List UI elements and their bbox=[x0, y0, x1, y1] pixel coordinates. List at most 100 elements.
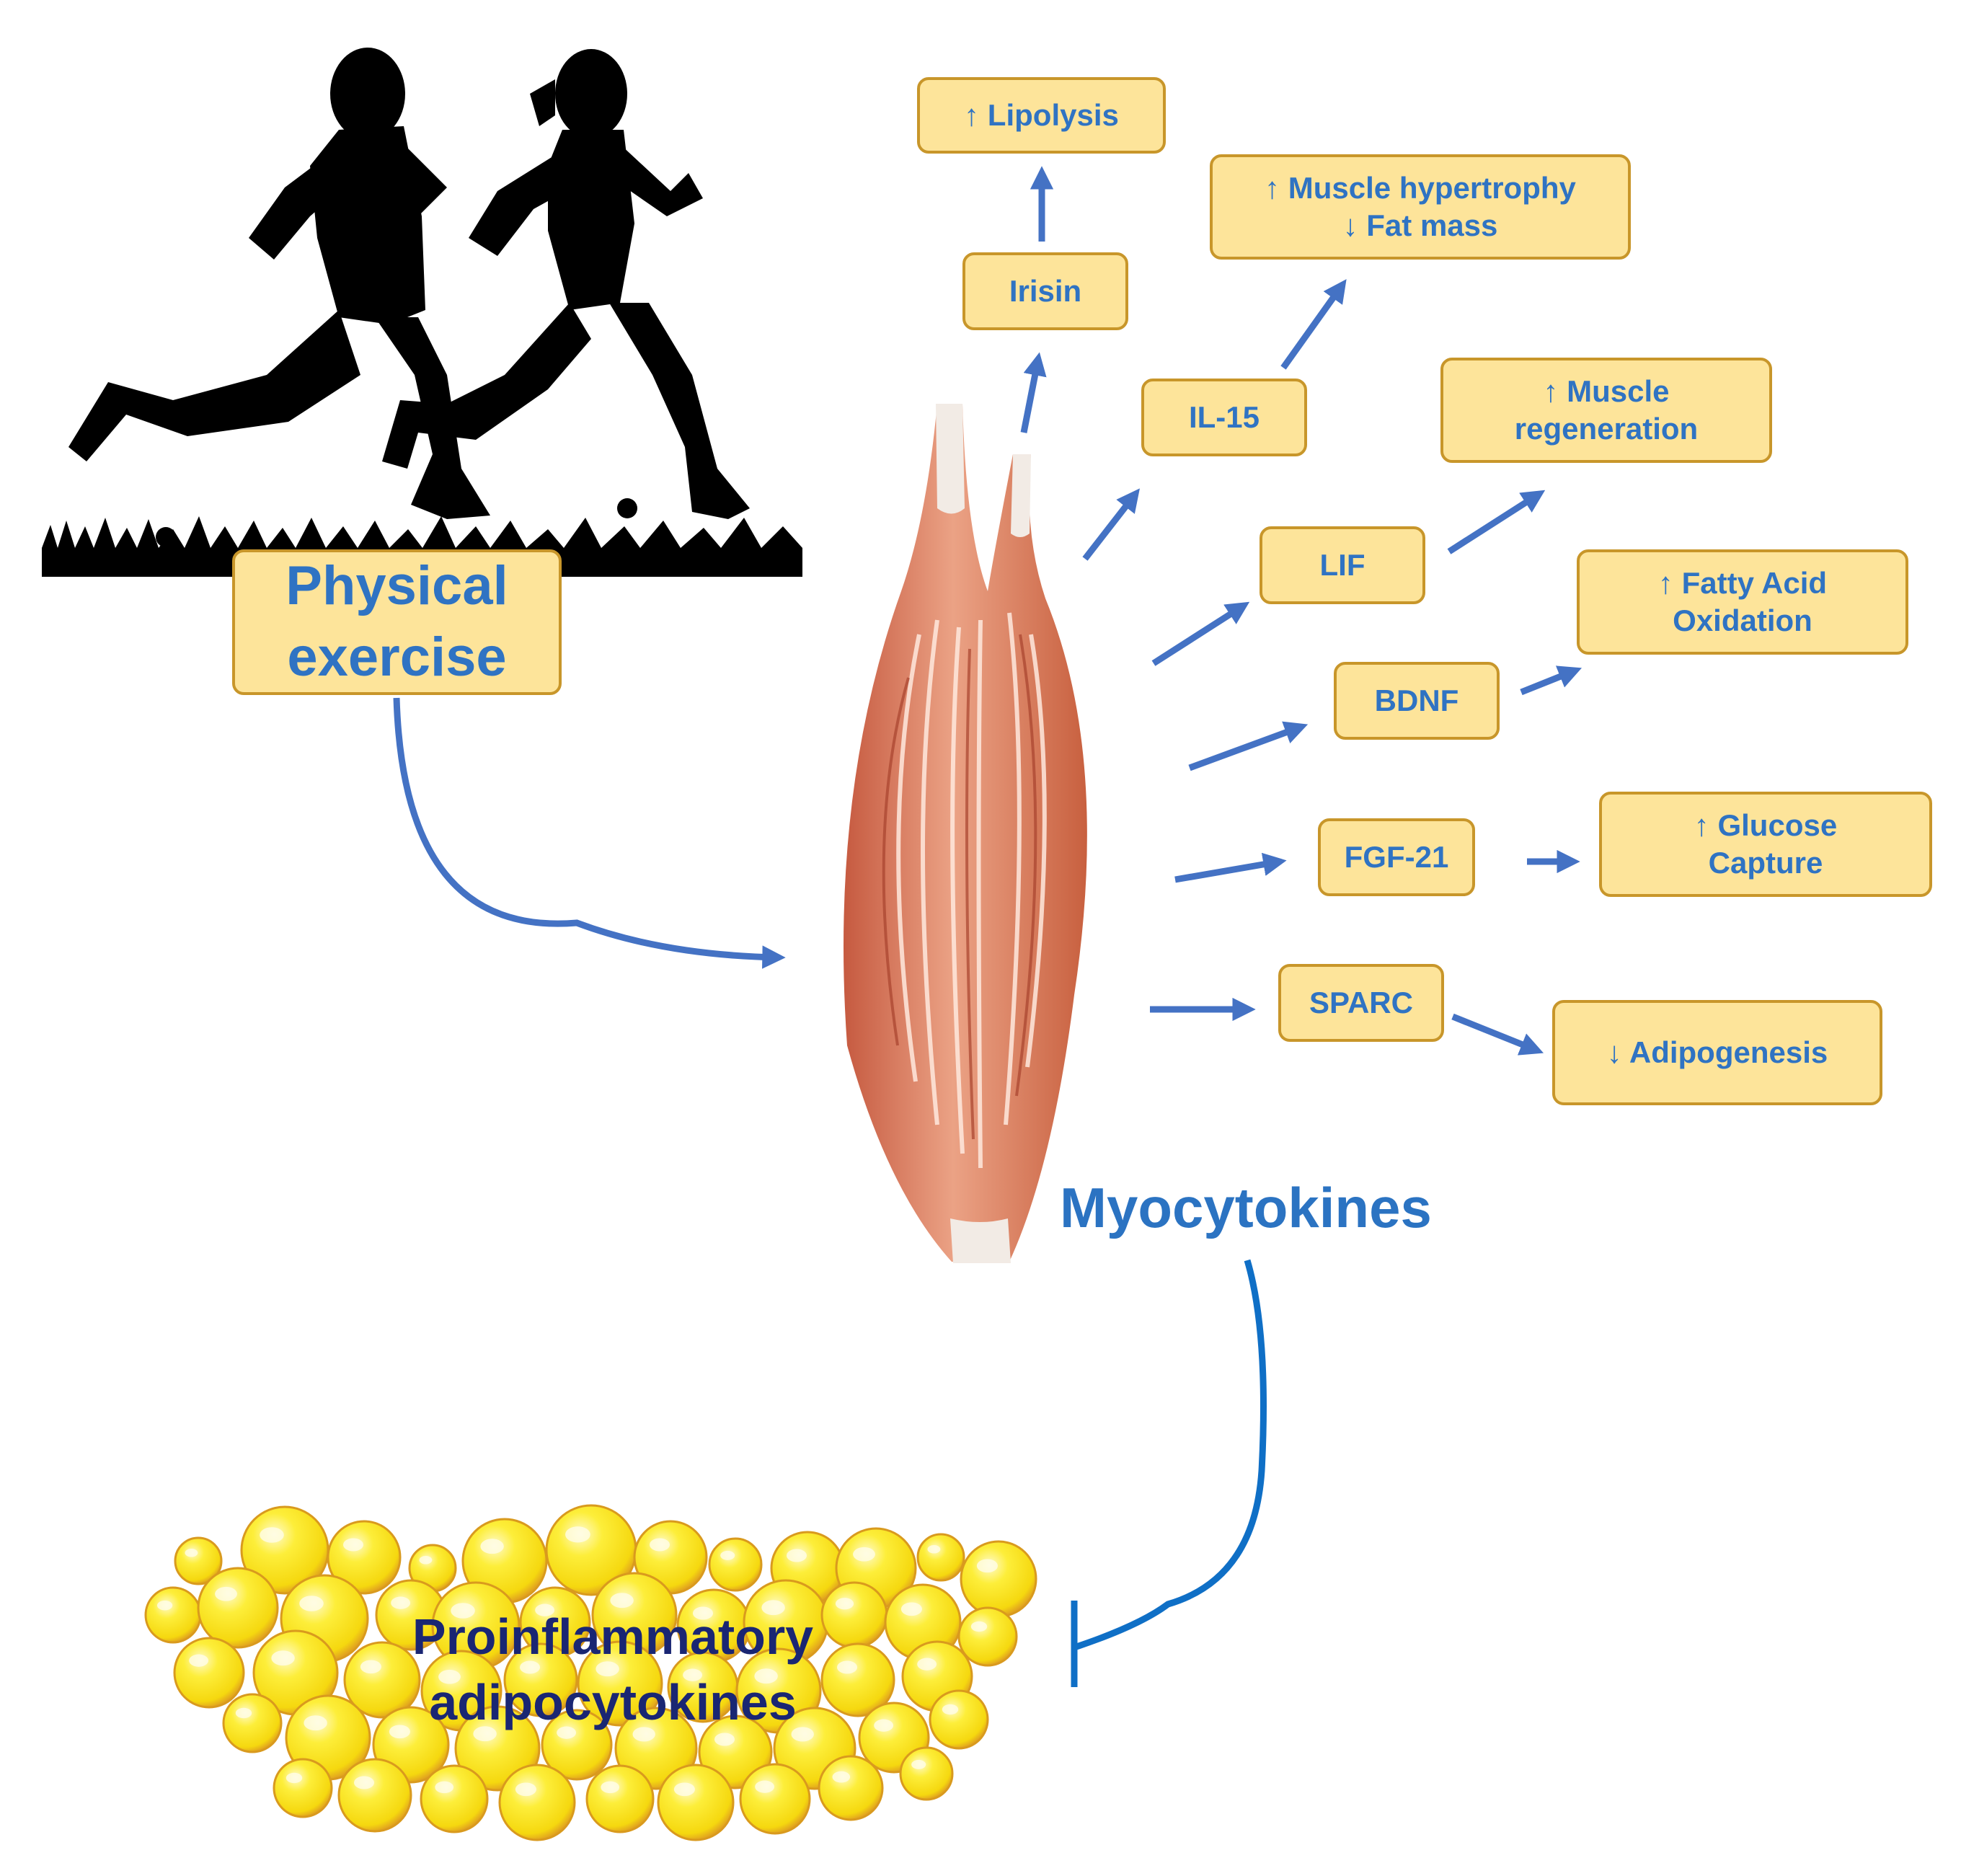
fat-cell-highlight bbox=[673, 1782, 695, 1797]
adipose-tissue-icon bbox=[144, 1504, 1037, 1841]
fat-cell-highlight bbox=[260, 1527, 284, 1543]
fat-cell-highlight bbox=[650, 1538, 670, 1552]
lipolysis-label: ↑ Lipolysis bbox=[964, 97, 1119, 132]
arrow-muscle-to-il15 bbox=[1082, 488, 1140, 561]
hypertrophy-line2: ↓ Fat mass bbox=[1342, 208, 1498, 242]
fat-cell bbox=[541, 1709, 613, 1781]
fat-cell-highlight bbox=[714, 1733, 735, 1746]
fat-cell bbox=[273, 1758, 333, 1818]
arrow-il15-to-hypertrophy bbox=[1280, 279, 1347, 370]
bdnf-label: BDNF bbox=[1374, 683, 1459, 717]
fat-cell-highlight bbox=[837, 1660, 857, 1674]
regeneration-line2: regeneration bbox=[1514, 412, 1699, 446]
fat-cell bbox=[698, 1714, 773, 1789]
fat-cell-highlight bbox=[720, 1550, 735, 1560]
fat-cell bbox=[957, 1606, 1018, 1667]
adipogenesis-box: ↓ Adipogenesis bbox=[1552, 1000, 1882, 1105]
fat-cell-highlight bbox=[693, 1606, 713, 1620]
skeletal-muscle-icon bbox=[844, 404, 1087, 1263]
fat-cell-highlight bbox=[520, 1660, 540, 1674]
fat-cell-highlight bbox=[917, 1658, 937, 1671]
fat-cell-highlight bbox=[535, 1603, 555, 1616]
fat-cell bbox=[899, 1746, 954, 1801]
fat-cell bbox=[337, 1758, 412, 1833]
lipolysis-box: ↑ Lipolysis bbox=[917, 77, 1166, 154]
fat-cell bbox=[498, 1764, 576, 1841]
arrow-muscle-to-irisin bbox=[1020, 352, 1047, 433]
sparc-label: SPARC bbox=[1309, 985, 1413, 1019]
arrow-bdnf-to-fatty-acid bbox=[1520, 665, 1582, 696]
fat-cell-highlight bbox=[835, 1598, 854, 1610]
irisin-label: Irisin bbox=[1009, 273, 1082, 308]
fat-cell-highlight bbox=[156, 1600, 173, 1611]
inhibition-line bbox=[1071, 1259, 1267, 1687]
fat-cell-highlight bbox=[438, 1669, 461, 1684]
fat-cell bbox=[739, 1763, 811, 1835]
hypertrophy-line1: ↑ Muscle hypertrophy bbox=[1265, 170, 1576, 205]
physical-exercise-box: Physical exercise bbox=[232, 549, 562, 695]
il15-label: IL-15 bbox=[1188, 399, 1260, 434]
fat-cell-highlight bbox=[185, 1549, 198, 1557]
fatty-acid-line2: Oxidation bbox=[1673, 603, 1812, 637]
regeneration-box: ↑ Muscle regeneration bbox=[1440, 358, 1772, 463]
glucose-line1: ↑ Glucose bbox=[1694, 808, 1838, 842]
irisin-box: Irisin bbox=[962, 252, 1128, 330]
fat-cell bbox=[420, 1764, 489, 1833]
fat-cell bbox=[916, 1533, 965, 1582]
glucose-box: ↑ Glucose Capture bbox=[1599, 792, 1932, 897]
fat-cell-highlight bbox=[189, 1654, 209, 1667]
fat-cell-highlight bbox=[299, 1596, 324, 1611]
fat-cell-highlight bbox=[271, 1650, 295, 1666]
fat-cell-highlight bbox=[942, 1704, 959, 1715]
fat-cell-highlight bbox=[391, 1596, 411, 1609]
fat-cell-highlight bbox=[435, 1781, 454, 1794]
fat-cell-highlight bbox=[451, 1603, 475, 1619]
fat-cell-highlight bbox=[596, 1661, 619, 1677]
fat-cell bbox=[577, 1640, 663, 1727]
fat-cell bbox=[929, 1689, 989, 1750]
fat-cell-highlight bbox=[911, 1759, 926, 1769]
fat-cell-highlight bbox=[343, 1538, 363, 1552]
fgf21-box: FGF-21 bbox=[1318, 818, 1475, 896]
fatty-acid-box: ↑ Fatty Acid Oxidation bbox=[1577, 549, 1908, 655]
fat-cell bbox=[222, 1693, 283, 1753]
physical-exercise-line2: exercise bbox=[287, 627, 507, 688]
arrow-muscle-to-bdnf bbox=[1188, 721, 1309, 771]
fat-cell bbox=[173, 1637, 245, 1709]
fat-cell-highlight bbox=[601, 1781, 620, 1794]
fat-cell-highlight bbox=[832, 1771, 851, 1783]
fat-cell bbox=[657, 1764, 735, 1841]
fat-cell bbox=[820, 1642, 895, 1717]
fat-cell bbox=[144, 1586, 202, 1644]
fat-cell-highlight bbox=[791, 1727, 814, 1742]
fat-cell-highlight bbox=[632, 1727, 655, 1742]
arrow-sparc-to-adipogenesis bbox=[1451, 1013, 1544, 1056]
fat-cell-highlight bbox=[304, 1715, 327, 1731]
fat-cell-highlight bbox=[360, 1660, 381, 1674]
physical-exercise-line1: Physical bbox=[285, 555, 508, 617]
il15-box: IL-15 bbox=[1141, 379, 1307, 456]
fat-cell bbox=[327, 1520, 402, 1595]
fat-cell-highlight bbox=[480, 1539, 504, 1554]
fat-cell-highlight bbox=[853, 1547, 875, 1562]
fat-cell-highlight bbox=[787, 1549, 807, 1562]
proinflammatory-adipocytokines-label: Proinflammatory adipocytokines bbox=[360, 1604, 865, 1735]
fat-cell-highlight bbox=[683, 1668, 703, 1681]
arrow-muscle-to-lif bbox=[1151, 601, 1250, 666]
fat-cell-highlight bbox=[354, 1776, 374, 1789]
fat-cell-highlight bbox=[900, 1602, 922, 1616]
adipocytokines-line2: adipocytokines bbox=[429, 1674, 797, 1730]
fat-cell bbox=[174, 1536, 223, 1585]
fat-cell bbox=[818, 1755, 884, 1821]
adipogenesis-label: ↓ Adipogenesis bbox=[1606, 1035, 1828, 1069]
fat-cell-highlight bbox=[389, 1725, 410, 1739]
runners-silhouette-icon bbox=[42, 48, 802, 577]
fat-cell-highlight bbox=[215, 1586, 237, 1601]
sparc-box: SPARC bbox=[1278, 964, 1444, 1042]
fat-cell-highlight bbox=[235, 1707, 252, 1719]
fat-cell bbox=[960, 1540, 1037, 1618]
fat-cell-highlight bbox=[754, 1668, 778, 1684]
fat-cell-highlight bbox=[565, 1526, 590, 1543]
fat-cell-highlight bbox=[473, 1726, 497, 1742]
